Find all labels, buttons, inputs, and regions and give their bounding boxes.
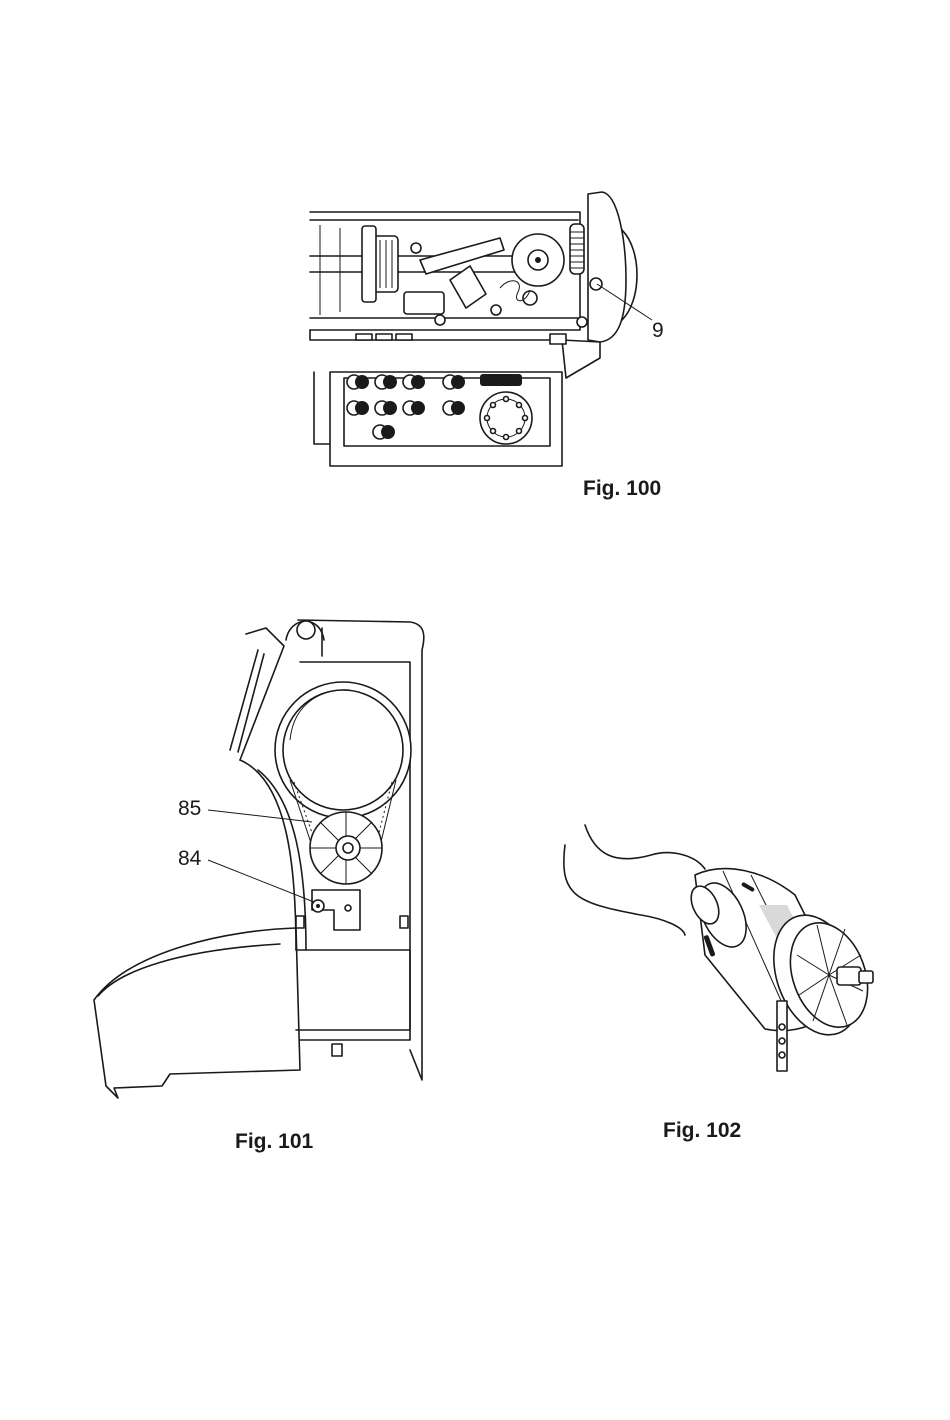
figure-100-drawing [300,180,660,480]
figure-102-caption: Fig. 102 [663,1119,741,1143]
callout-85: 85 [178,797,201,821]
figure-100-caption: Fig. 100 [583,477,661,501]
figure-101-illustration [90,610,440,1110]
figure-102-illustration [555,815,885,1085]
figure-102-drawing [555,815,885,1085]
figure-100-illustration [300,180,660,480]
figure-101-drawing [90,610,440,1110]
callout-9: 9 [652,319,664,343]
callout-84: 84 [178,847,201,871]
figure-101-caption: Fig. 101 [235,1130,313,1154]
